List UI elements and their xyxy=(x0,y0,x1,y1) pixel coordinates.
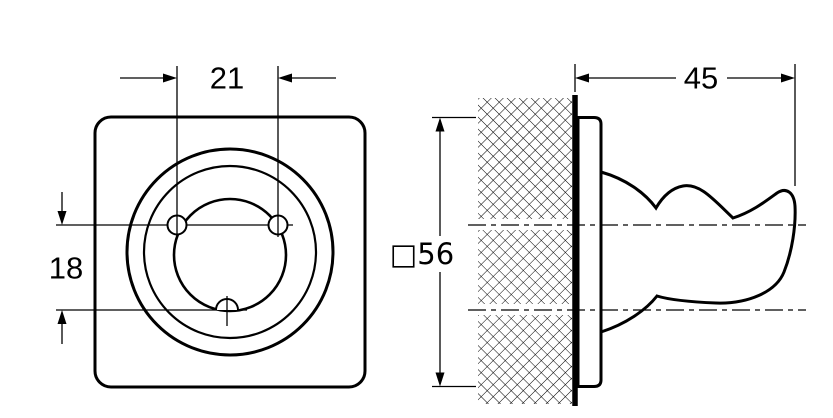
dimension-label-21: 21 xyxy=(210,61,244,96)
front-post-circle xyxy=(172,197,288,313)
arrowhead-down-icon xyxy=(435,372,445,387)
front-flange-outer-circle xyxy=(125,147,335,357)
front-view xyxy=(56,115,367,389)
arrowhead-left-icon xyxy=(575,73,589,83)
dimension-hole-spacing-vertical: 18 xyxy=(49,192,83,344)
dimension-depth: 45 xyxy=(574,61,796,186)
dimension-label-square-56: □56 xyxy=(390,237,454,271)
arrowhead-down-icon xyxy=(57,211,67,225)
arrowhead-right-icon xyxy=(163,73,177,83)
arrowhead-left-icon xyxy=(278,73,292,83)
dimension-label-18: 18 xyxy=(49,251,83,286)
arrowhead-up-icon xyxy=(57,310,67,324)
front-flange-inner-ring xyxy=(142,164,318,340)
plate-side-profile xyxy=(576,116,603,388)
dimension-label-45: 45 xyxy=(684,61,718,96)
wall-hatching-b xyxy=(478,98,572,404)
arrowhead-up-icon xyxy=(435,117,445,132)
dimension-hole-spacing-horizontal: 21 xyxy=(120,61,336,237)
dimension-plate-size: □56 xyxy=(390,116,476,388)
hook-side-profile xyxy=(599,170,797,335)
side-view xyxy=(468,95,806,406)
arrowhead-right-icon xyxy=(781,73,795,83)
